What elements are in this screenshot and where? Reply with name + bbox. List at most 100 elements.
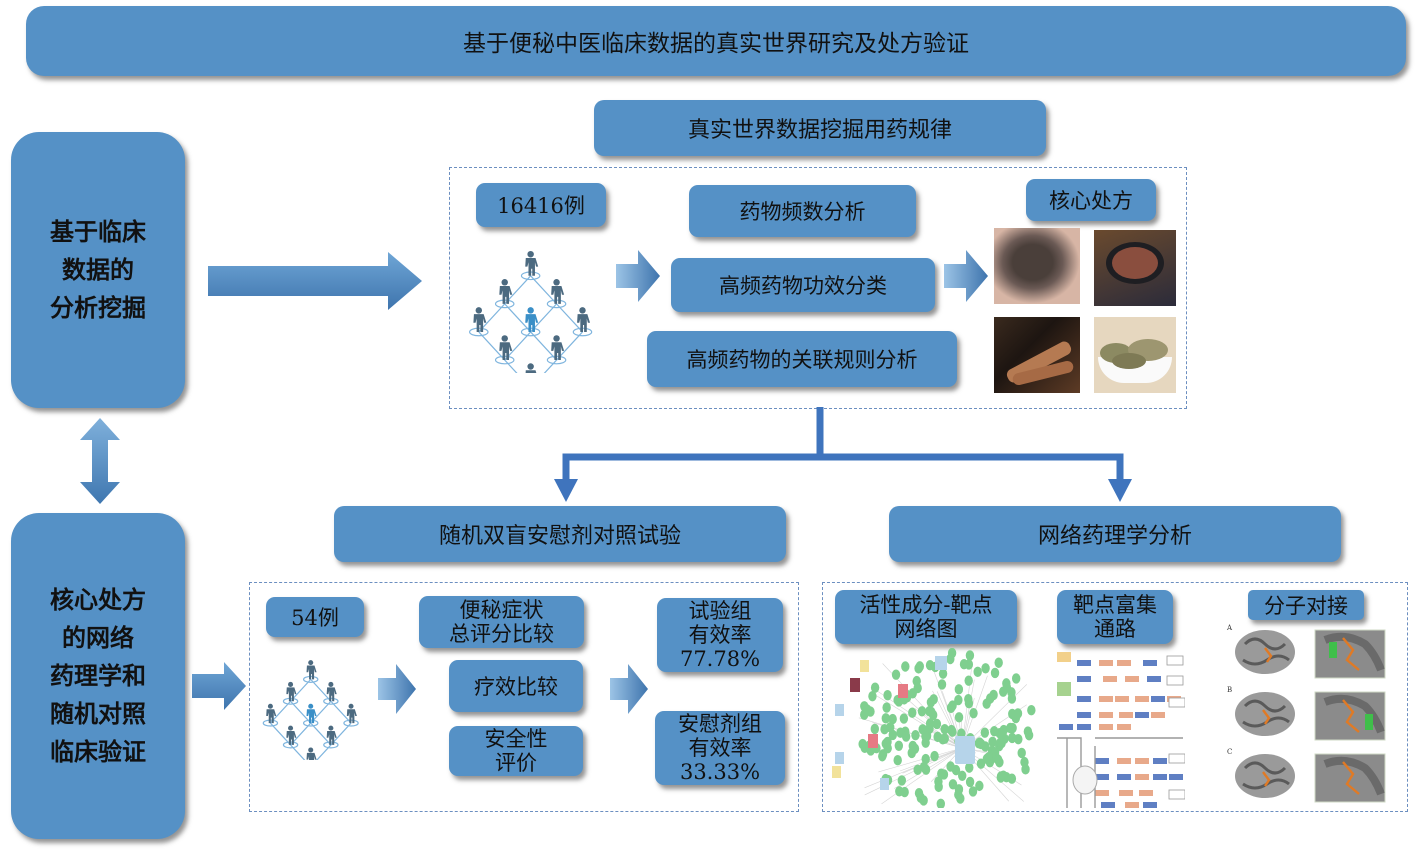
analysis-text: 便秘症状 xyxy=(459,598,544,622)
network-node xyxy=(891,669,901,680)
network-node xyxy=(1007,693,1017,704)
network-node xyxy=(925,718,935,729)
network-node xyxy=(917,706,927,717)
network-node xyxy=(1007,773,1017,784)
sample-size-badge: 16416例 xyxy=(476,183,606,227)
ligand xyxy=(1262,761,1360,795)
person-icon xyxy=(306,665,317,680)
network-node xyxy=(964,693,973,705)
person-head xyxy=(527,250,534,258)
network-node xyxy=(959,659,969,670)
network-link xyxy=(269,700,292,724)
pathway-node xyxy=(1151,696,1165,702)
network-node xyxy=(914,787,924,799)
network-node xyxy=(964,675,973,686)
result-placebo-group: 安慰剂组 有效率 33.33% xyxy=(655,711,785,785)
network-link xyxy=(310,722,332,746)
network-node xyxy=(914,663,923,674)
network-node xyxy=(882,702,891,713)
network-link xyxy=(290,700,312,724)
network-node xyxy=(928,709,938,721)
pathway-output xyxy=(1166,675,1184,686)
core-prescription-text: 核心处方 xyxy=(1049,189,1133,213)
hub-node xyxy=(955,736,975,764)
network-node xyxy=(918,724,927,735)
phase2-line: 药理学和 xyxy=(50,661,146,690)
pathway-output xyxy=(1168,697,1185,708)
pathway-node xyxy=(1153,758,1167,764)
network-pharmacology-heading: 网络药理学分析 xyxy=(889,506,1341,562)
network-link xyxy=(290,722,312,746)
pathway-node xyxy=(1095,758,1109,764)
network-node xyxy=(981,663,990,674)
data-mining-heading: 真实世界数据挖掘用药规律 xyxy=(594,100,1046,156)
person-icon xyxy=(473,314,487,332)
network-node xyxy=(895,786,904,797)
network-node xyxy=(888,713,897,725)
ligand xyxy=(1262,699,1360,733)
pathway-node xyxy=(1077,676,1091,682)
person-icon xyxy=(286,687,297,702)
person-icon xyxy=(306,752,317,760)
core-prescription-label: 核心处方 xyxy=(1026,179,1156,221)
herb-bowl-image xyxy=(1094,230,1176,306)
pathway-node xyxy=(1125,802,1139,808)
network-link xyxy=(310,678,332,702)
network-pharmacology-heading-text: 网络药理学分析 xyxy=(1037,524,1192,549)
pathway-node xyxy=(1151,712,1165,718)
network-node xyxy=(1027,705,1036,716)
person-icon xyxy=(326,687,337,702)
network-link xyxy=(478,331,506,361)
pathway-node xyxy=(1119,790,1133,796)
network-node xyxy=(930,750,939,762)
person-head xyxy=(328,681,334,687)
result-value: 77.78% xyxy=(679,647,761,671)
network-node xyxy=(934,781,943,793)
person-icon xyxy=(525,370,537,373)
ligand xyxy=(1264,637,1360,671)
sample-size-text: 16416例 xyxy=(497,194,585,218)
network-node xyxy=(973,666,982,678)
phase1-line: 基于临床 xyxy=(50,217,146,246)
protein-structure xyxy=(1235,630,1295,674)
analysis-text: 总评分比较 xyxy=(449,622,554,646)
rct-analysis-efficacy: 疗效比较 xyxy=(449,660,583,712)
analysis-text: 药物频数分析 xyxy=(739,200,866,224)
pathway-node xyxy=(1077,696,1091,702)
network-link xyxy=(543,359,558,373)
network-node xyxy=(1002,682,1012,693)
network-node xyxy=(907,747,916,759)
person-head xyxy=(308,660,314,666)
pathway-node xyxy=(1099,712,1113,718)
network-link xyxy=(504,359,518,373)
pathway-node xyxy=(1103,676,1117,682)
page-title-text: 基于便秘中医临床数据的真实世界研究及处方验证 xyxy=(463,31,969,57)
network-node xyxy=(948,726,957,737)
analysis-text: 高频药物功效分类 xyxy=(719,274,887,298)
pathway-node xyxy=(1077,660,1091,666)
page-title: 基于便秘中医临床数据的真实世界研究及处方验证 xyxy=(26,6,1406,76)
phase1-line: 数据的 xyxy=(62,255,134,284)
pathway-node xyxy=(1143,802,1157,808)
result-label: 有效率 xyxy=(688,623,752,647)
person-icon xyxy=(326,731,337,745)
person-icon xyxy=(499,342,513,361)
pathway-node xyxy=(1117,758,1131,764)
compound-node xyxy=(898,684,908,698)
network-node xyxy=(975,737,984,748)
arrow-right-icon xyxy=(378,664,416,714)
compound-node xyxy=(868,734,878,748)
pathway-diagram xyxy=(1057,652,1185,808)
network-node xyxy=(937,679,947,690)
person-icon xyxy=(266,709,277,724)
person-icon xyxy=(306,709,317,724)
network-edge xyxy=(902,747,963,774)
network-node xyxy=(958,770,967,781)
protein-helix xyxy=(1323,694,1385,734)
pathway-node xyxy=(1147,676,1161,682)
pathway-node xyxy=(1135,758,1149,764)
pathway-node xyxy=(1153,774,1167,780)
person-head xyxy=(288,681,294,687)
network-node xyxy=(948,700,957,711)
network-node xyxy=(993,754,1003,765)
